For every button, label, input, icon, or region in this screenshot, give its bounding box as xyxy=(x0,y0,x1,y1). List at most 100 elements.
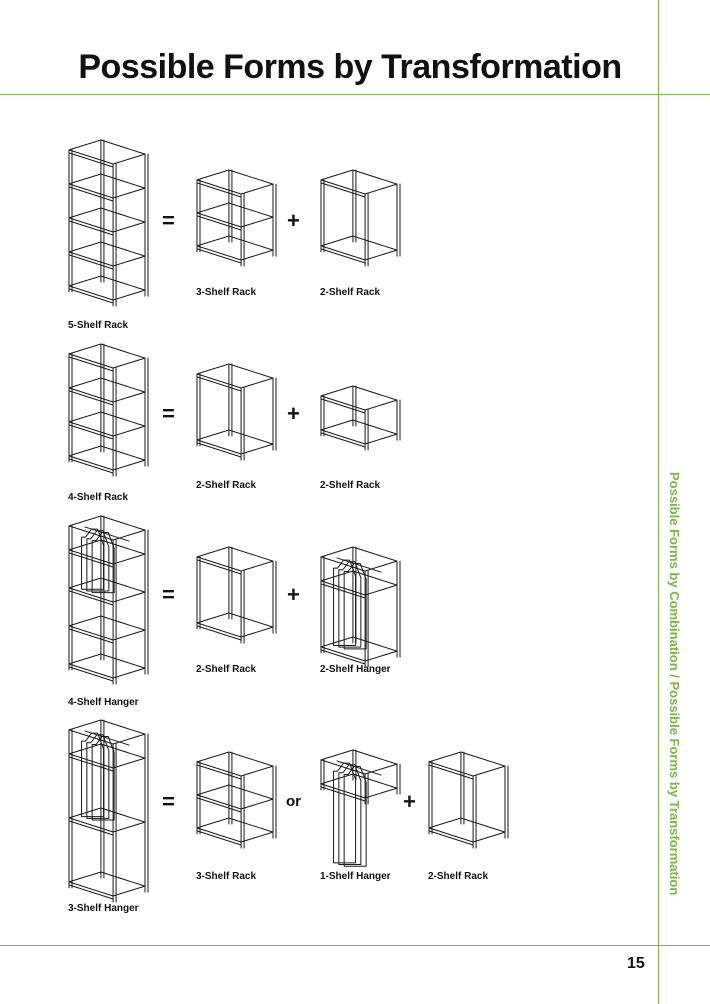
shelf-edge xyxy=(196,442,242,458)
shelf-board xyxy=(320,636,398,662)
garment xyxy=(338,764,362,866)
shelf-board xyxy=(68,207,146,233)
shelf-edge xyxy=(68,590,114,606)
shelf-edge xyxy=(428,830,474,846)
shelf-edge xyxy=(68,356,114,372)
shelf-edge xyxy=(196,248,242,264)
shelf-edge xyxy=(196,215,242,231)
shelf-edge xyxy=(320,786,366,802)
equals-sign: = xyxy=(162,208,175,233)
shelf-edge xyxy=(196,764,242,780)
shelf-edge xyxy=(320,432,366,448)
shelf-edge xyxy=(68,458,114,474)
shelf-board xyxy=(68,653,146,679)
shelf-edge xyxy=(68,220,114,236)
shelf-board xyxy=(68,445,146,471)
shelf-board xyxy=(320,385,398,411)
shelf-board xyxy=(196,363,274,389)
shelf-edge xyxy=(68,288,114,304)
three-shelf-rack-illustration xyxy=(196,751,277,849)
one-shelf-hanger-illustration xyxy=(320,749,401,867)
shelf-edge xyxy=(320,398,366,414)
shelf-edge xyxy=(196,559,242,575)
five-shelf-rack-illustration xyxy=(68,139,149,307)
garment xyxy=(343,562,367,650)
side-tab-label: Possible Forms by Combination / Possible… xyxy=(667,472,682,896)
shelf-edge xyxy=(196,182,242,198)
shelf-board xyxy=(196,612,274,638)
two-shelf-rack-illustration xyxy=(428,751,509,849)
plus-sign: + xyxy=(287,401,300,426)
main-label-5-shelf-rack: 5-Shelf Rack xyxy=(68,320,129,331)
shelf-edge xyxy=(68,254,114,270)
or-text: or xyxy=(286,793,301,810)
garment xyxy=(91,531,115,594)
garment xyxy=(91,735,115,821)
header-rule xyxy=(0,94,710,95)
two-shelf-rack-illustration xyxy=(196,546,277,644)
shelf-board xyxy=(68,743,146,769)
equals-sign: = xyxy=(162,582,175,607)
shelf-board xyxy=(196,784,274,810)
side-rule xyxy=(658,0,659,1004)
shelf-edge xyxy=(68,152,114,168)
shelf-board xyxy=(68,241,146,267)
shelf-board xyxy=(68,139,146,165)
two-shelf-rack-illustration xyxy=(320,169,401,267)
shelf-board xyxy=(320,169,398,195)
shelf-board xyxy=(68,173,146,199)
garment xyxy=(343,765,367,867)
two-shelf-rack-illustration xyxy=(196,363,277,461)
garment xyxy=(338,561,362,648)
hanger-top-frame xyxy=(68,515,146,541)
shelf-edge xyxy=(320,583,366,599)
garment xyxy=(86,734,110,819)
shelf-edge xyxy=(196,376,242,392)
shelf-edge xyxy=(68,756,114,772)
plus-sign: + xyxy=(403,789,416,814)
shelf-board xyxy=(68,275,146,301)
shelf-edge xyxy=(320,182,366,198)
hanger-top-frame xyxy=(68,719,146,745)
shelf-board xyxy=(428,751,506,777)
shelf-board xyxy=(320,570,398,596)
shelf-edge xyxy=(68,390,114,406)
shelf-board xyxy=(68,539,146,565)
shelf-board xyxy=(196,546,274,572)
footer-rule xyxy=(0,945,710,946)
shelf-board xyxy=(320,419,398,445)
shelf-edge xyxy=(196,830,242,846)
shelf-board xyxy=(196,202,274,228)
hanger-top-frame xyxy=(320,749,398,775)
shelf-board xyxy=(320,235,398,261)
equals-sign: = xyxy=(162,401,175,426)
four-shelf-rack-illustration xyxy=(68,343,149,477)
shelf-board xyxy=(68,343,146,369)
label-1-shelf-hanger: 1-Shelf Hanger xyxy=(320,871,391,882)
plus-sign: + xyxy=(287,582,300,607)
shelf-edge xyxy=(68,666,114,682)
four-shelf-hanger-illustration xyxy=(68,515,149,685)
shelf-board xyxy=(68,807,146,833)
label-3-shelf-rack: 3-Shelf Rack xyxy=(196,871,257,882)
three-shelf-hanger-illustration xyxy=(68,719,149,903)
shelf-edge xyxy=(68,552,114,568)
two-shelf-hanger-illustration xyxy=(320,546,401,668)
page-number: 15 xyxy=(627,955,645,972)
shelf-board xyxy=(196,817,274,843)
shelf-edge xyxy=(68,424,114,440)
shelf-edge xyxy=(68,628,114,644)
shelf-edge xyxy=(320,248,366,264)
label-3-shelf-rack: 3-Shelf Rack xyxy=(196,287,257,298)
label-2-shelf-rack: 2-Shelf Rack xyxy=(320,480,381,491)
shelf-board xyxy=(196,429,274,455)
three-shelf-rack-illustration xyxy=(196,169,277,267)
label-2-shelf-rack: 2-Shelf Rack xyxy=(196,664,257,675)
shelf-board xyxy=(196,751,274,777)
shelf-board xyxy=(68,411,146,437)
hanger-top-frame xyxy=(320,546,398,572)
main-label-4-shelf-rack: 4-Shelf Rack xyxy=(68,492,129,503)
shelf-board xyxy=(68,377,146,403)
shelf-board xyxy=(196,169,274,195)
plus-sign: + xyxy=(287,208,300,233)
